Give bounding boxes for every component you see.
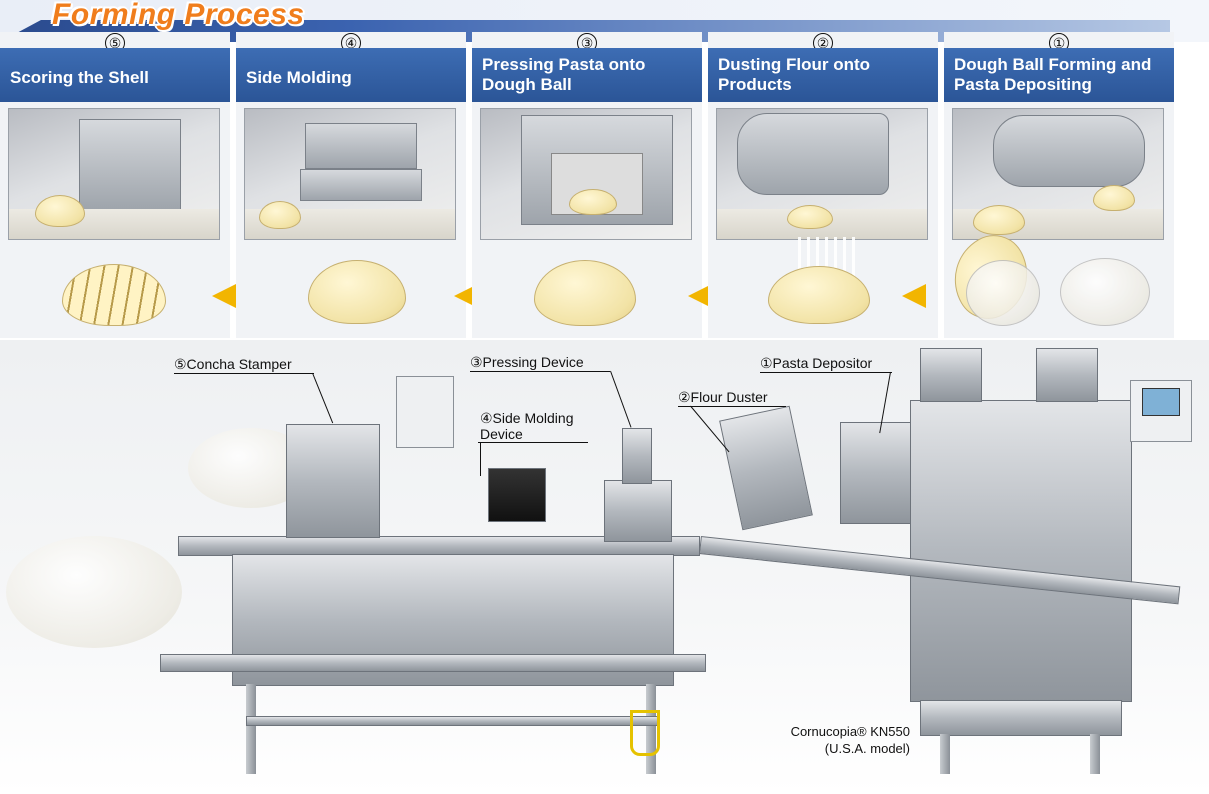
main-machine-body xyxy=(910,400,1132,702)
pressing-cylinder xyxy=(622,428,652,484)
step-photo xyxy=(952,108,1164,240)
bun-illustration-dusted xyxy=(768,266,870,324)
arrow-left-icon xyxy=(902,284,926,308)
step-header: Dusting Flour onto Products xyxy=(708,48,938,102)
step-label: Pressing Pasta onto Dough Ball xyxy=(482,55,646,94)
pasta-depositor-unit xyxy=(840,422,912,524)
main-control-screen xyxy=(1142,388,1180,416)
step-label: Side Molding xyxy=(246,68,352,87)
step-photo xyxy=(244,108,456,240)
dough-ball-illustration xyxy=(966,260,1040,326)
step-header: Scoring the Shell xyxy=(0,48,230,102)
background-bun xyxy=(6,536,182,648)
model-variant: (U.S.A. model) xyxy=(824,741,910,756)
step-photo xyxy=(8,108,220,240)
bun-illustration-scored xyxy=(62,264,166,326)
machine-base xyxy=(920,700,1122,736)
process-steps: ⑤ Scoring the Shell ④ Side Molding ③ Pre… xyxy=(0,32,1209,338)
flour-duster-unit xyxy=(719,405,813,531)
model-name: Cornucopia® KN550 xyxy=(790,724,910,739)
dough-ball-illustration xyxy=(1060,258,1150,326)
step-dusting: ② Dusting Flour onto Products xyxy=(708,32,938,338)
machine-illustration: ⑤Concha Stamper ③Pressing Device ④Side M… xyxy=(0,340,1209,794)
bun-illustration-molded xyxy=(308,260,406,324)
step-header: Dough Ball Forming and Pasta Depositing xyxy=(944,48,1174,102)
step-label: Dusting Flour onto Products xyxy=(718,55,871,94)
concha-stamper-unit xyxy=(286,424,380,538)
model-caption: Cornucopia® KN550 (U.S.A. model) xyxy=(780,723,910,757)
callout-flour-duster: ②Flour Duster xyxy=(678,389,768,405)
step-forming: ① Dough Ball Forming and Pasta Depositin… xyxy=(937,32,1174,338)
callout-side-molding: ④Side Molding Device xyxy=(480,410,574,442)
pressing-unit xyxy=(604,480,672,542)
side-molding-unit xyxy=(488,468,546,522)
step-photo xyxy=(480,108,692,240)
callout-pasta-depositor: ①Pasta Depositor xyxy=(760,355,873,371)
bun-illustration-pressed xyxy=(534,260,636,326)
page-title: Forming Process xyxy=(52,0,305,31)
step-header: Pressing Pasta onto Dough Ball xyxy=(472,48,702,102)
callout-concha-stamper: ⑤Concha Stamper xyxy=(174,356,292,372)
step-label: Dough Ball Forming and Pasta Depositing xyxy=(954,55,1152,94)
step-label: Scoring the Shell xyxy=(10,68,149,87)
yellow-cord xyxy=(630,710,660,756)
control-panel xyxy=(396,376,454,448)
dough-hopper xyxy=(920,348,982,402)
step-photo xyxy=(716,108,928,240)
dough-hopper xyxy=(1036,348,1098,402)
callout-pressing-device: ③Pressing Device xyxy=(470,354,584,370)
lower-tray xyxy=(160,654,706,672)
arrow-left-icon xyxy=(212,284,236,308)
step-header: Side Molding xyxy=(236,48,466,102)
step-side-molding: ④ Side Molding xyxy=(236,32,466,338)
step-pressing: ③ Pressing Pasta onto Dough Ball xyxy=(472,32,702,338)
step-scoring: ⑤ Scoring the Shell xyxy=(0,32,230,338)
